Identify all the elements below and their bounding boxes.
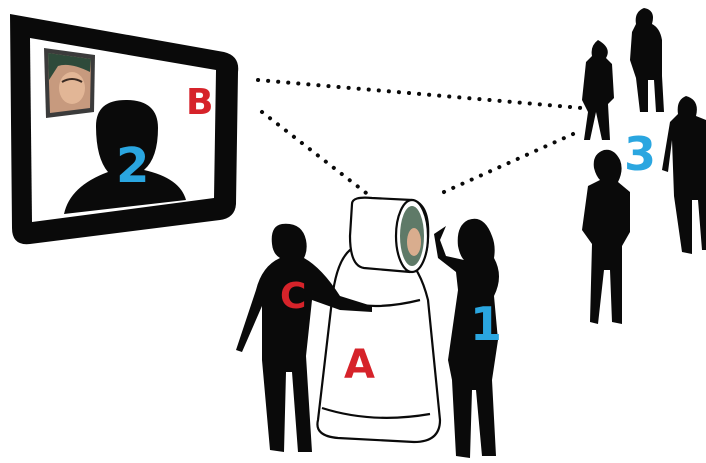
- audience-person-4: [582, 149, 630, 324]
- robot-body: [316, 248, 442, 444]
- sight-line-screen-to-robot: [260, 110, 372, 198]
- sight-lines: [256, 78, 584, 198]
- label-a: A: [344, 342, 375, 388]
- audience-person-1: [582, 40, 614, 140]
- label-2: 2: [116, 138, 149, 194]
- robot-face: [407, 228, 421, 256]
- label-c: C: [280, 276, 306, 317]
- person-1-silhouette: [434, 218, 499, 458]
- label-1: 1: [470, 297, 502, 351]
- audience-group: [582, 8, 706, 324]
- label-3: 3: [624, 127, 656, 181]
- remote-display: [10, 14, 239, 245]
- telepresence-robot: [316, 196, 442, 444]
- audience-person-3: [662, 96, 706, 254]
- sight-line-screen-to-group: [256, 78, 584, 110]
- remote-person-silhouette: [64, 100, 186, 214]
- sight-line-robot-to-group: [442, 128, 584, 194]
- audience-person-2: [630, 8, 664, 112]
- person-c-silhouette: [236, 223, 372, 452]
- label-b: B: [186, 82, 213, 123]
- inset-video-face: [44, 48, 95, 118]
